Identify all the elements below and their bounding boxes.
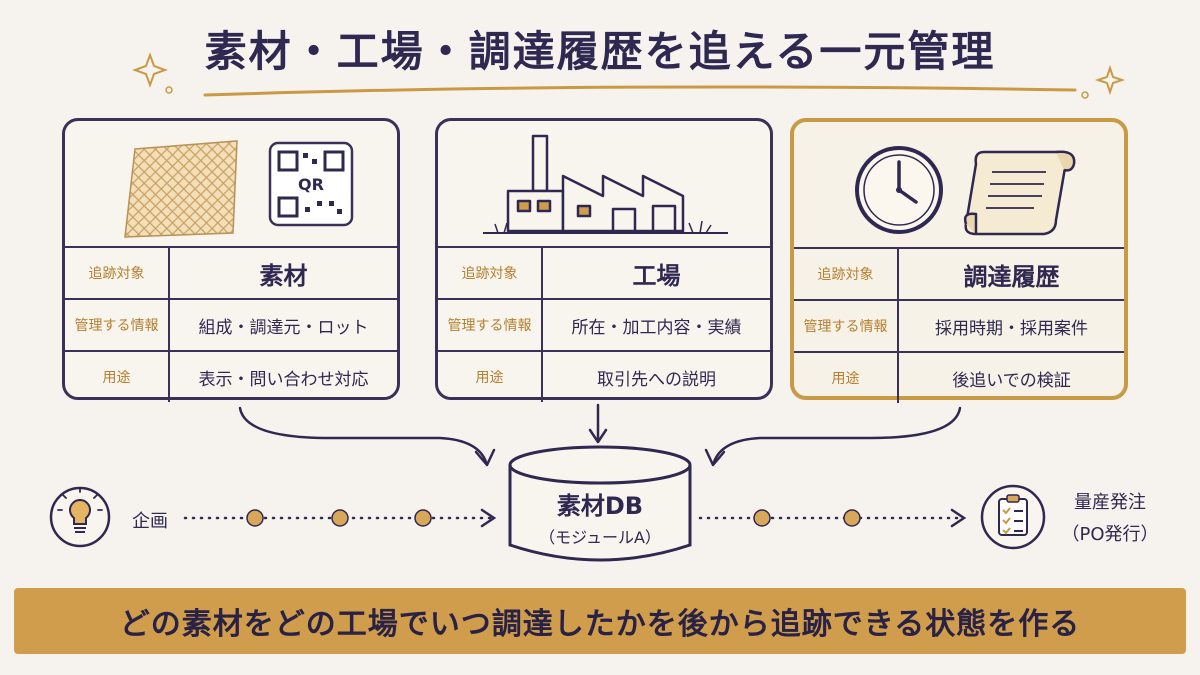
flow-node (843, 509, 861, 527)
row-value: 所在・加工内容・実績 (571, 317, 742, 338)
row-label: 用途 (65, 352, 170, 402)
arrowhead-icon (704, 448, 726, 467)
table-row: 管理する情報 採用時期・採用案件 (794, 299, 1124, 351)
table-row: 用途 表示・問い合わせ対応 (65, 350, 397, 402)
table-row: 管理する情報 所在・加工内容・実績 (438, 298, 770, 350)
fabric-swatch-icon (124, 140, 238, 238)
material-card: QR 追跡対象 素材 管理する情報 組成・調達元・ロット 用途 表示・問い合わせ… (62, 118, 400, 402)
row-label: 管理する情報 (438, 300, 543, 350)
table-row: 追跡対象 工場 (438, 246, 770, 298)
sparkle-dot-icon (1081, 91, 1089, 99)
table-row: 管理する情報 組成・調達元・ロット (65, 298, 397, 350)
factory-card: 追跡対象 工場 管理する情報 所在・加工内容・実績 用途 取引先への説明 (435, 118, 773, 402)
row-value: 後追いでの検証 (952, 370, 1071, 391)
database-subtitle: （モジュールA） (539, 528, 661, 547)
table-row: 追跡対象 素材 (65, 246, 397, 298)
arrowhead-icon (480, 508, 497, 528)
flow-node (414, 509, 432, 527)
row-label: 追跡対象 (794, 249, 899, 299)
row-label: 用途 (438, 352, 543, 402)
row-value: 素材 (259, 261, 308, 290)
flow-diagram (49, 403, 1046, 562)
planning-label: 企画 (132, 511, 168, 532)
arrow-history-to-db (712, 406, 962, 464)
scroll-document-icon (963, 150, 1076, 236)
sparkle-icon (1094, 64, 1126, 96)
clipboard-checklist-icon (980, 484, 1046, 550)
arrowhead-icon (950, 508, 967, 528)
factory-icon (483, 134, 728, 234)
page-title: 素材・工場・調達履歴を追える一元管理 (204, 27, 996, 76)
arrowhead-icon (588, 428, 608, 444)
sparkle-icon (132, 52, 168, 88)
summary-banner: どの素材をどの工場でいつ調達したかを後から追跡できる状態を作る (14, 588, 1186, 654)
flow-node (331, 509, 349, 527)
row-value: 採用時期・採用案件 (935, 318, 1088, 339)
sparkle-dot-icon (165, 86, 173, 94)
history-illustration (794, 122, 1124, 247)
row-value: 工場 (632, 261, 681, 290)
factory-illustration (438, 121, 770, 246)
row-value: 調達履歴 (963, 262, 1060, 291)
row-label: 用途 (794, 353, 899, 403)
mass-production-label: 量産発注 (1074, 492, 1146, 513)
row-label: 追跡対象 (65, 248, 170, 298)
database-title: 素材DB (556, 492, 644, 520)
arrow-material-to-db (238, 406, 488, 464)
qr-label: QR (298, 175, 324, 194)
row-value: 取引先への説明 (597, 369, 716, 390)
qr-code-icon (268, 141, 354, 227)
procurement-history-card: 追跡対象 調達履歴 管理する情報 採用時期・採用案件 用途 後追いでの検証 (790, 118, 1128, 403)
po-issue-label: （PO発行） (1061, 524, 1159, 545)
material-illustration: QR (65, 121, 397, 246)
title-decoration (132, 52, 1126, 99)
row-value: 表示・問い合わせ対応 (198, 369, 369, 390)
row-label: 管理する情報 (794, 301, 899, 351)
database-icon (508, 445, 692, 562)
table-row: 用途 取引先への説明 (438, 350, 770, 402)
row-value: 組成・調達元・ロット (198, 317, 369, 338)
flow-node (753, 509, 771, 527)
flow-node (246, 509, 264, 527)
table-row: 用途 後追いでの検証 (794, 351, 1124, 403)
title-underline (203, 85, 1077, 97)
arrowhead-icon (474, 448, 496, 467)
clock-icon (855, 146, 943, 234)
row-label: 管理する情報 (65, 300, 170, 350)
table-row: 追跡対象 調達履歴 (794, 247, 1124, 299)
lightbulb-icon (49, 486, 111, 548)
row-label: 追跡対象 (438, 248, 543, 298)
